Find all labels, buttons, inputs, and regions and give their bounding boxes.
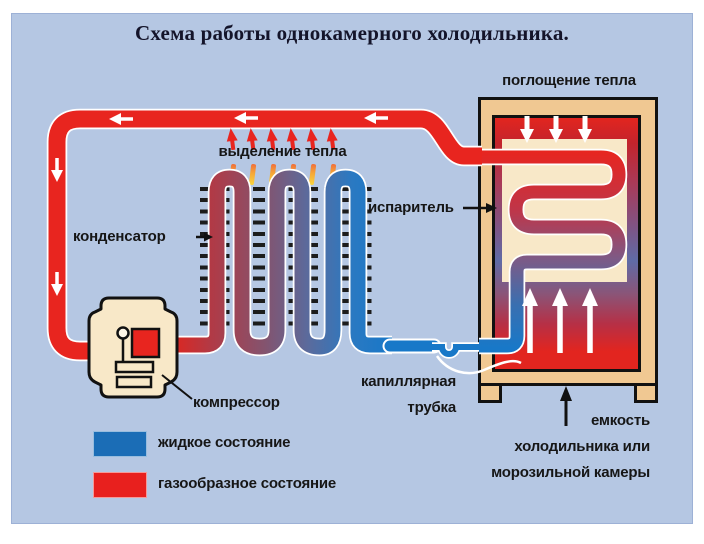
label-chamber: емкость холодильника или морозильной кам… bbox=[491, 412, 650, 481]
flow-arrow-left-icon bbox=[364, 112, 388, 124]
legend-swatch-liquid bbox=[93, 431, 147, 457]
label-capillary: капиллярная трубка bbox=[360, 373, 456, 416]
legend-swatch-gas bbox=[93, 472, 147, 498]
capillary-callout-curve bbox=[435, 355, 522, 375]
capillary-tube bbox=[382, 338, 482, 359]
heat-arrow-up-icon bbox=[552, 288, 568, 353]
compressor-body bbox=[87, 296, 179, 399]
heat-arrow-up-icon bbox=[522, 288, 538, 353]
cold-arrow-down-icon bbox=[520, 116, 534, 143]
chamber-pointer-icon bbox=[560, 386, 572, 426]
label-heat-release: выделение тепла bbox=[218, 143, 347, 160]
flow-arrow-left-icon bbox=[109, 113, 133, 125]
label-compressor: компрессор bbox=[193, 394, 280, 411]
compressor-valve-icon bbox=[116, 326, 130, 340]
flow-arrow-down-icon bbox=[51, 272, 63, 296]
cold-arrow-down-icon bbox=[549, 116, 563, 143]
legend-label-liquid: жидкое состояние bbox=[158, 434, 291, 451]
cabinet-heat-arrows bbox=[520, 116, 598, 353]
flow-arrow-left-icon bbox=[234, 112, 258, 124]
condenser-fins bbox=[200, 187, 377, 332]
evaporator-coil bbox=[468, 148, 628, 355]
heat-arrow-up-icon bbox=[306, 128, 318, 151]
evaporator-pointer-icon bbox=[463, 203, 497, 213]
gas-return-pipe bbox=[46, 108, 482, 362]
compressor-piston bbox=[130, 327, 161, 359]
heat-release-arrows bbox=[226, 128, 338, 151]
heat-arrow-up-icon bbox=[326, 128, 338, 151]
condenser-coil bbox=[170, 168, 392, 357]
legend-label-gas: газообразное состояние bbox=[158, 475, 337, 492]
compressor-vent bbox=[114, 360, 155, 374]
cold-arrow-down-icon bbox=[578, 116, 592, 143]
flow-direction-arrows bbox=[51, 112, 388, 296]
heat-arrow-up-icon bbox=[582, 288, 598, 353]
compressor-pointer-line bbox=[161, 374, 193, 400]
heat-arrow-up-icon bbox=[286, 128, 298, 151]
heat-arrow-up-icon bbox=[246, 128, 258, 151]
label-heat-absorption: поглощение тепла bbox=[502, 72, 636, 89]
label-evaporator: испаритель bbox=[368, 199, 454, 216]
flow-arrow-down-icon bbox=[51, 158, 63, 182]
diagram-title: Схема работы однокамерного холодильника. bbox=[135, 21, 569, 45]
heat-arrow-up-icon bbox=[266, 128, 278, 151]
label-condenser: конденсатор bbox=[73, 228, 166, 245]
heat-arrow-up-icon bbox=[226, 128, 238, 151]
compressor-vent bbox=[115, 375, 153, 389]
callouts bbox=[161, 203, 572, 426]
condenser-pointer-icon bbox=[196, 232, 213, 242]
